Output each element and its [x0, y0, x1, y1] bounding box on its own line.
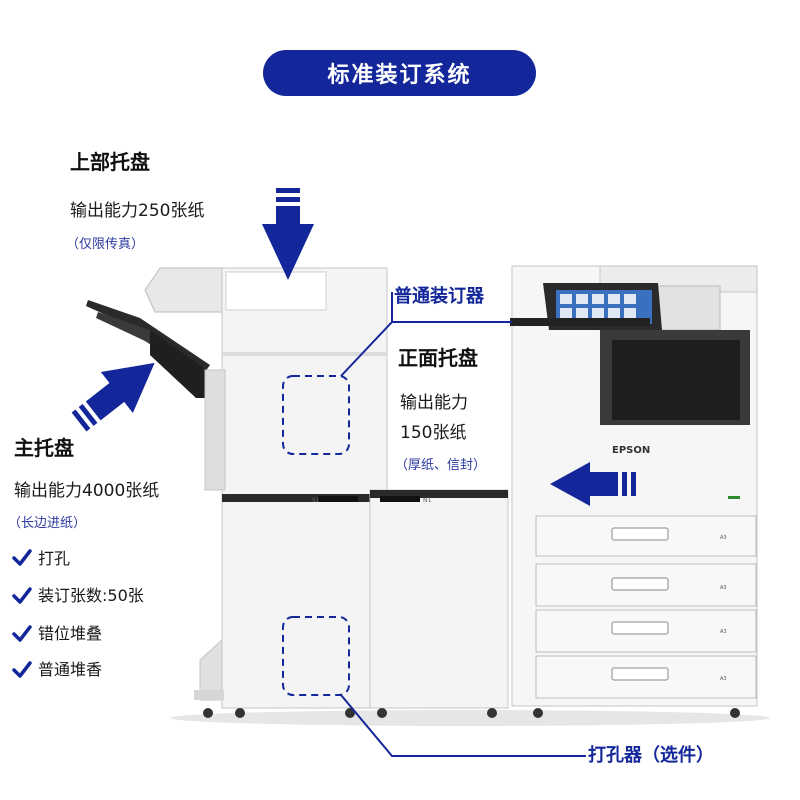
drawer-label: A3 [720, 535, 727, 541]
page-title: 标准装订系统 [263, 50, 536, 96]
front-tray-title: 正面托盘 [398, 346, 478, 370]
arrow-down-icon [262, 188, 314, 280]
drawer-label: A3 [720, 629, 727, 635]
module-n1-label: N1 [423, 497, 431, 504]
main-tray-title: 主托盘 [14, 436, 74, 460]
drawer-label: A3 [720, 676, 727, 682]
puncher-connector [340, 694, 586, 757]
feature-item: 装订张数:50张 [38, 586, 144, 605]
upper-tray-title: 上部托盘 [70, 150, 150, 174]
stapler-area-box [282, 375, 350, 455]
checkmark-icon [12, 625, 32, 642]
front-tray-capacity-line2: 150张纸 [400, 423, 467, 443]
front-tray-note: （厚纸、信封） [395, 458, 487, 473]
puncher-area-box [282, 616, 350, 696]
stapler-label: 普通装订器 [394, 286, 484, 307]
feature-item: 错位堆叠 [38, 624, 103, 643]
front-tray-capacity-line1: 输出能力 [400, 393, 468, 413]
checkmark-icon [12, 587, 32, 604]
main-tray-note: （长边进纸） [8, 516, 87, 531]
upper-tray-note: （仅限传真） [66, 237, 145, 252]
main-tray-capacity: 输出能力4000张纸 [14, 481, 160, 501]
feature-item: 打孔 [38, 549, 71, 568]
upper-tray-capacity: 输出能力250张纸 [70, 201, 205, 221]
drawer-label: A3 [720, 585, 727, 591]
main-tray-arms [86, 300, 220, 398]
arrow-diagonal-icon [71, 362, 155, 432]
puncher-label: 打孔器（选件） [588, 745, 714, 766]
module-s1-label: S1 [312, 497, 320, 504]
brand-label: EPSON [612, 445, 650, 456]
feature-item: 普通堆香 [38, 660, 103, 679]
checkmark-icon [12, 661, 32, 678]
arrow-left-icon [550, 462, 636, 506]
checkmark-icon [12, 549, 32, 566]
